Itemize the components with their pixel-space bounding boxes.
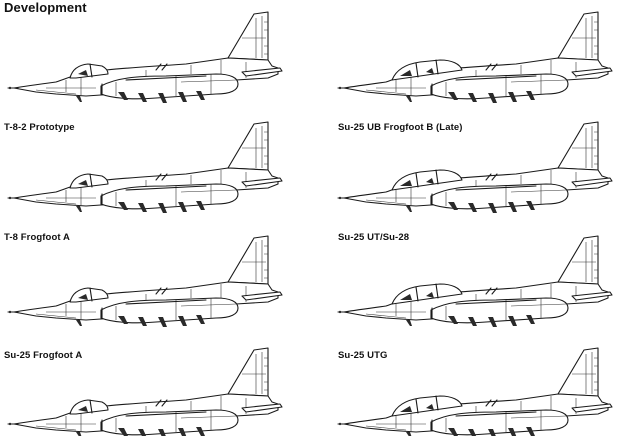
caption-su25-ut-su28: Su-25 UT/Su-28	[338, 232, 410, 243]
aircraft-drawing-su25-ub-frogfoot-b-late	[337, 11, 613, 104]
page-title: Development	[4, 0, 87, 15]
aircraft-drawing-left-partial	[7, 347, 283, 436]
aircraft-drawing-su25-utg	[337, 235, 613, 328]
caption-su25-ub-frogfoot-b-late: Su-25 UB Frogfoot B (Late)	[338, 122, 463, 133]
caption-su25-frogfoot-a: Su-25 Frogfoot A	[4, 350, 83, 361]
caption-t8-frogfoot-a: T-8 Frogfoot A	[4, 232, 70, 243]
aircraft-drawing-su25-ut-su28	[337, 121, 613, 214]
aircraft-drawing-right-partial	[337, 347, 613, 436]
aircraft-drawing-su25-frogfoot-a	[7, 235, 283, 328]
aircraft-drawing-t8-frogfoot-a	[7, 121, 283, 214]
caption-su25-utg: Su-25 UTG	[338, 350, 388, 361]
aircraft-drawing-t8-2-prototype	[7, 11, 283, 104]
caption-t8-2-prototype: T-8-2 Prototype	[4, 122, 75, 133]
